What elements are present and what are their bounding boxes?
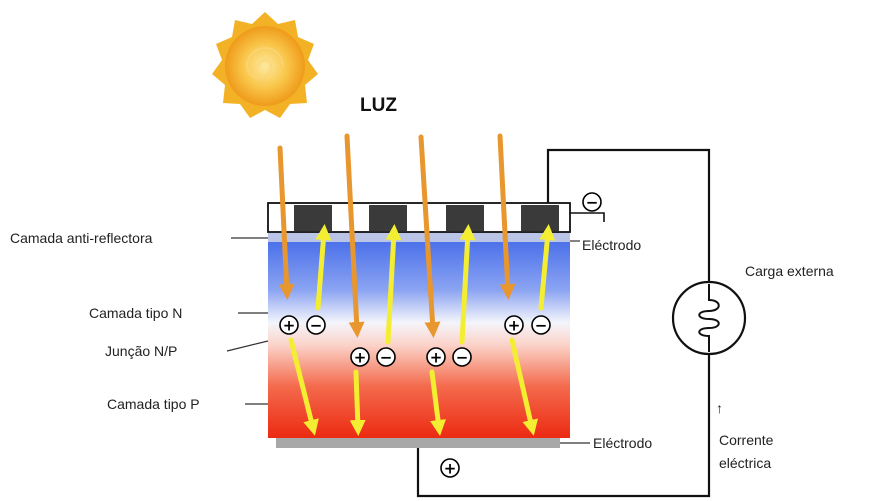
lamp-coil-icon <box>671 280 747 356</box>
p-layer-label: Camada tipo P <box>107 396 200 412</box>
positive-terminal: + <box>440 458 460 478</box>
current-direction-arrow: ↑ <box>716 400 723 416</box>
hole-arrow <box>429 369 446 436</box>
charge-pair: + − <box>279 315 326 335</box>
charge-pair: + − <box>426 347 472 367</box>
light-ray <box>497 133 516 300</box>
plus-sign: + <box>430 349 443 367</box>
charge-pair: + − <box>504 315 551 335</box>
junction-label: Junção N/P <box>105 343 177 359</box>
minus-sign: − <box>456 349 469 367</box>
electron-arrow <box>538 224 556 311</box>
leader-lines <box>226 237 590 444</box>
hole-arrow <box>349 369 366 436</box>
hole-arrow <box>509 337 539 436</box>
electron-arrows <box>315 224 556 345</box>
external-load-label: Carga externa <box>745 263 834 279</box>
current-label-line1: Corrente <box>719 432 774 448</box>
anti-reflective-label: Camada anti-reflectora <box>10 230 153 246</box>
anti-reflective-layer <box>268 232 570 242</box>
svg-text:+: + <box>444 460 457 478</box>
minus-sign: − <box>535 317 548 335</box>
light-ray <box>344 133 365 338</box>
hole-arrow <box>288 337 319 436</box>
cell-body <box>268 232 570 438</box>
top-electrode-label: Eléctrodo <box>582 237 641 253</box>
plus-sign: + <box>508 317 521 335</box>
plus-sign: + <box>283 317 296 335</box>
current-label-line2: eléctrica <box>719 455 771 471</box>
sun-icon <box>212 12 318 118</box>
light-title: LUZ <box>360 95 397 116</box>
plus-sign: + <box>354 349 367 367</box>
light-rays <box>277 133 516 338</box>
charge-pair: + − <box>350 347 396 367</box>
minus-sign: − <box>380 349 393 367</box>
top-contact-grid <box>267 202 571 233</box>
svg-text:−: − <box>586 194 599 212</box>
bottom-electrode <box>276 438 560 448</box>
light-ray <box>418 134 441 338</box>
charge-pairs: + − + − + − + − <box>279 315 551 367</box>
negative-terminal: − <box>582 192 602 212</box>
light-ray <box>277 145 295 300</box>
external-circuit <box>416 148 711 498</box>
hole-arrows <box>288 337 539 436</box>
electron-arrow <box>385 224 402 345</box>
bottom-electrode-label: Eléctrodo <box>593 435 652 451</box>
minus-sign: − <box>310 317 323 335</box>
electron-arrow <box>315 224 332 311</box>
n-layer-label: Camada tipo N <box>89 305 182 321</box>
top-electrode-lead <box>568 212 605 222</box>
electron-arrow <box>459 224 476 345</box>
